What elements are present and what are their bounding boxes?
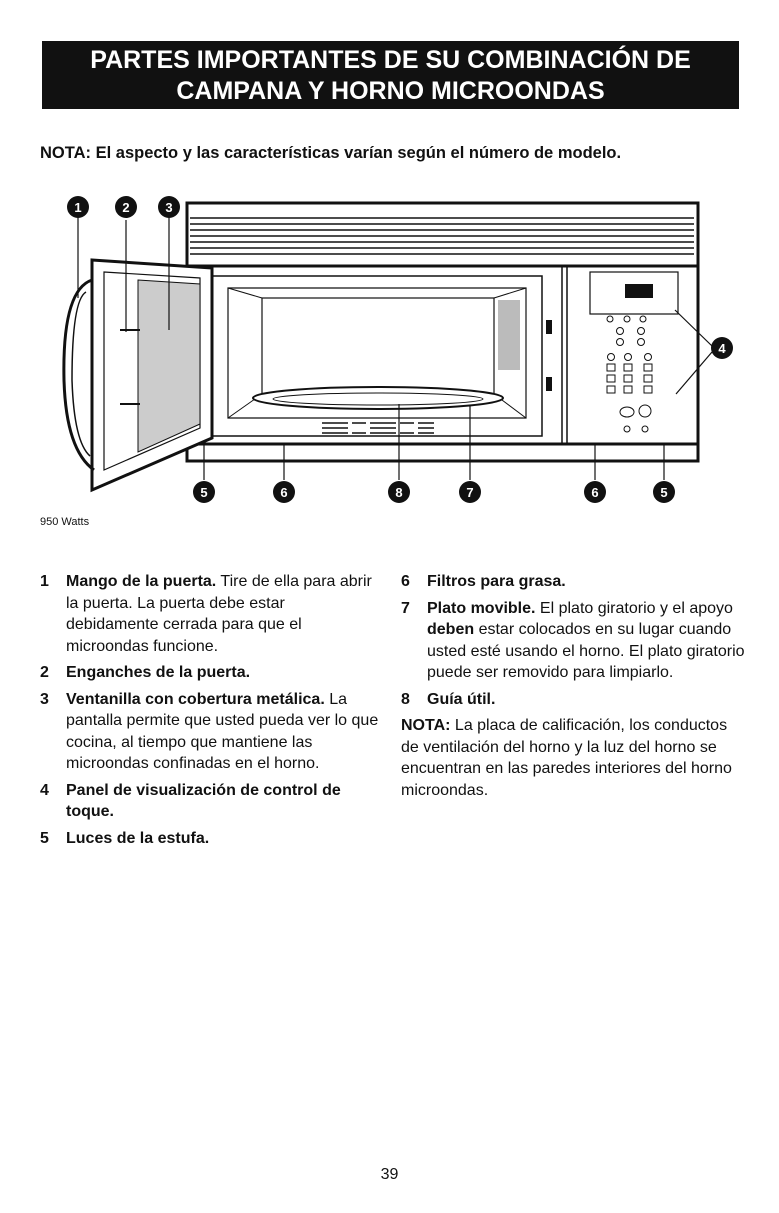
callout-2: 2 — [122, 200, 129, 215]
list-item: 5 Luces de la estufa. — [40, 829, 210, 847]
vent-grille — [190, 217, 694, 255]
callout-5-left: 5 — [200, 485, 207, 500]
list-item: 6 Filtros para grasa. — [401, 573, 566, 590]
callout-4: 4 — [718, 341, 726, 356]
callout-1: 1 — [74, 200, 81, 215]
list-item: 8 Guía útil. — [401, 690, 496, 708]
model-note: NOTA: El aspecto y las características v… — [40, 144, 622, 162]
callout-7: 7 — [466, 485, 473, 500]
callout-6-right: 6 — [591, 485, 598, 500]
turntable — [252, 386, 504, 410]
ventilation-note: NOTA: La placa de calificación, los cond… — [401, 717, 732, 799]
callout-6-left: 6 — [280, 485, 287, 500]
parts-list-right: 6 Filtros para grasa. 7 Plato movible. E… — [401, 571, 746, 801]
door-window — [137, 279, 201, 453]
list-item: 7 Plato movible. El plato giratorio y el… — [401, 599, 745, 682]
side-vent — [498, 300, 520, 370]
door-handle — [62, 278, 95, 472]
title-line-2: CAMPANA Y HORNO MICROONDAS — [176, 77, 605, 105]
callout-8: 8 — [395, 485, 402, 500]
page-number: 39 — [380, 1166, 399, 1183]
control-keypad — [606, 315, 653, 433]
callout-3: 3 — [165, 200, 172, 215]
title-line-1: PARTES IMPORTANTES DE SU COMBINACIÓN DE — [90, 46, 691, 74]
callout-5-right: 5 — [660, 485, 667, 500]
control-display — [589, 271, 679, 315]
list-item: 4 Panel de visualización de control de t… — [40, 781, 341, 821]
list-item: 1 Mango de la puerta. Tire de ella para … — [40, 573, 372, 655]
parts-list-left: 1 Mango de la puerta. Tire de ella para … — [40, 571, 380, 854]
list-item: 2 Enganches de la puerta. — [40, 664, 251, 681]
grease-filters — [322, 422, 434, 434]
wattage-label: 950 Watts — [40, 516, 90, 528]
page-title: PARTES IMPORTANTES DE SU COMBINACIÓN DE … — [42, 41, 739, 109]
list-item: 3 Ventanilla con cobertura metálica. La … — [40, 690, 379, 773]
microwave-diagram: 1 2 3 4 5 6 8 7 6 5 — [62, 196, 733, 503]
